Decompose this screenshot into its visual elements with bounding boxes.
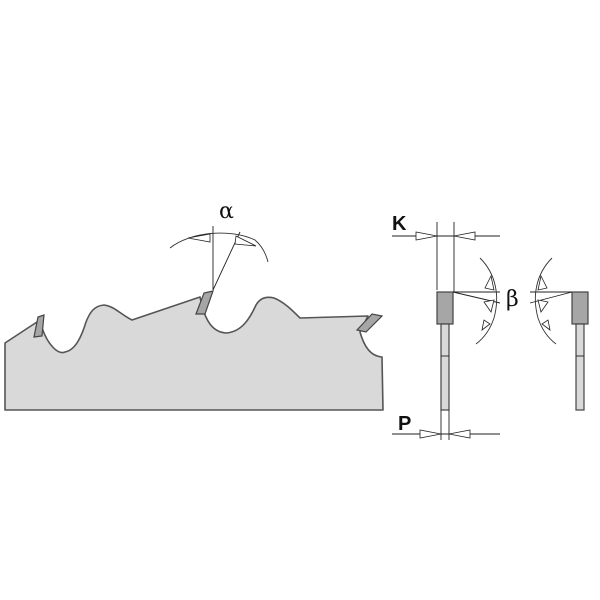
beta-right-arc (534, 257, 557, 345)
k-arrow-left (415, 231, 438, 241)
tooth-left (33, 314, 45, 338)
alpha-arc (169, 232, 269, 263)
tooth-tip-right (571, 291, 589, 325)
beta-right-face-line (529, 291, 573, 304)
beta-label: β (506, 287, 519, 312)
saw-blade-profile: α (4, 199, 384, 411)
beta-right-arrow-tick (541, 319, 551, 331)
alpha-arrow-right (234, 235, 257, 247)
tooth-middle (195, 290, 214, 315)
tooth-right (355, 313, 384, 333)
beta-left-arc (475, 257, 498, 345)
beta-left-arrow-tick (481, 319, 491, 331)
alpha-label: α (219, 199, 234, 224)
beta-right-arrow-top (537, 274, 548, 291)
tooth-cross-section: K β P (392, 213, 589, 440)
p-arrow-left (419, 429, 442, 439)
blade-body-right (575, 323, 585, 411)
tooth-tip-left (436, 291, 454, 325)
alpha-arrow-left (187, 233, 211, 243)
p-arrow-right (448, 429, 471, 439)
p-label: P (398, 413, 411, 435)
beta-left-arrow-top (484, 274, 495, 291)
blade-body-left (440, 323, 450, 411)
beta-left-arrow-bottom (483, 299, 495, 313)
blade-body (4, 296, 384, 411)
k-label: K (392, 213, 407, 235)
k-arrow-right (453, 231, 476, 241)
beta-right-arrow-bottom (537, 299, 549, 313)
